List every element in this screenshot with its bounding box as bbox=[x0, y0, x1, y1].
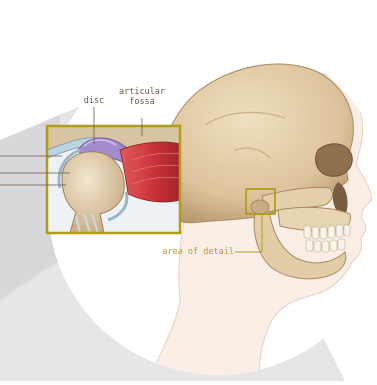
articular-fossa-label-line2: fossa bbox=[114, 97, 170, 107]
lower-teeth bbox=[306, 239, 345, 252]
eye-orbit bbox=[316, 144, 353, 177]
area-of-detail-label: area of detail bbox=[160, 247, 234, 257]
articular-fossa-label-line1: articular bbox=[114, 87, 170, 97]
skull-tmj-joint bbox=[251, 200, 269, 214]
disc-label: disc bbox=[80, 96, 108, 106]
lateral-pterygoid-muscle bbox=[120, 142, 180, 202]
